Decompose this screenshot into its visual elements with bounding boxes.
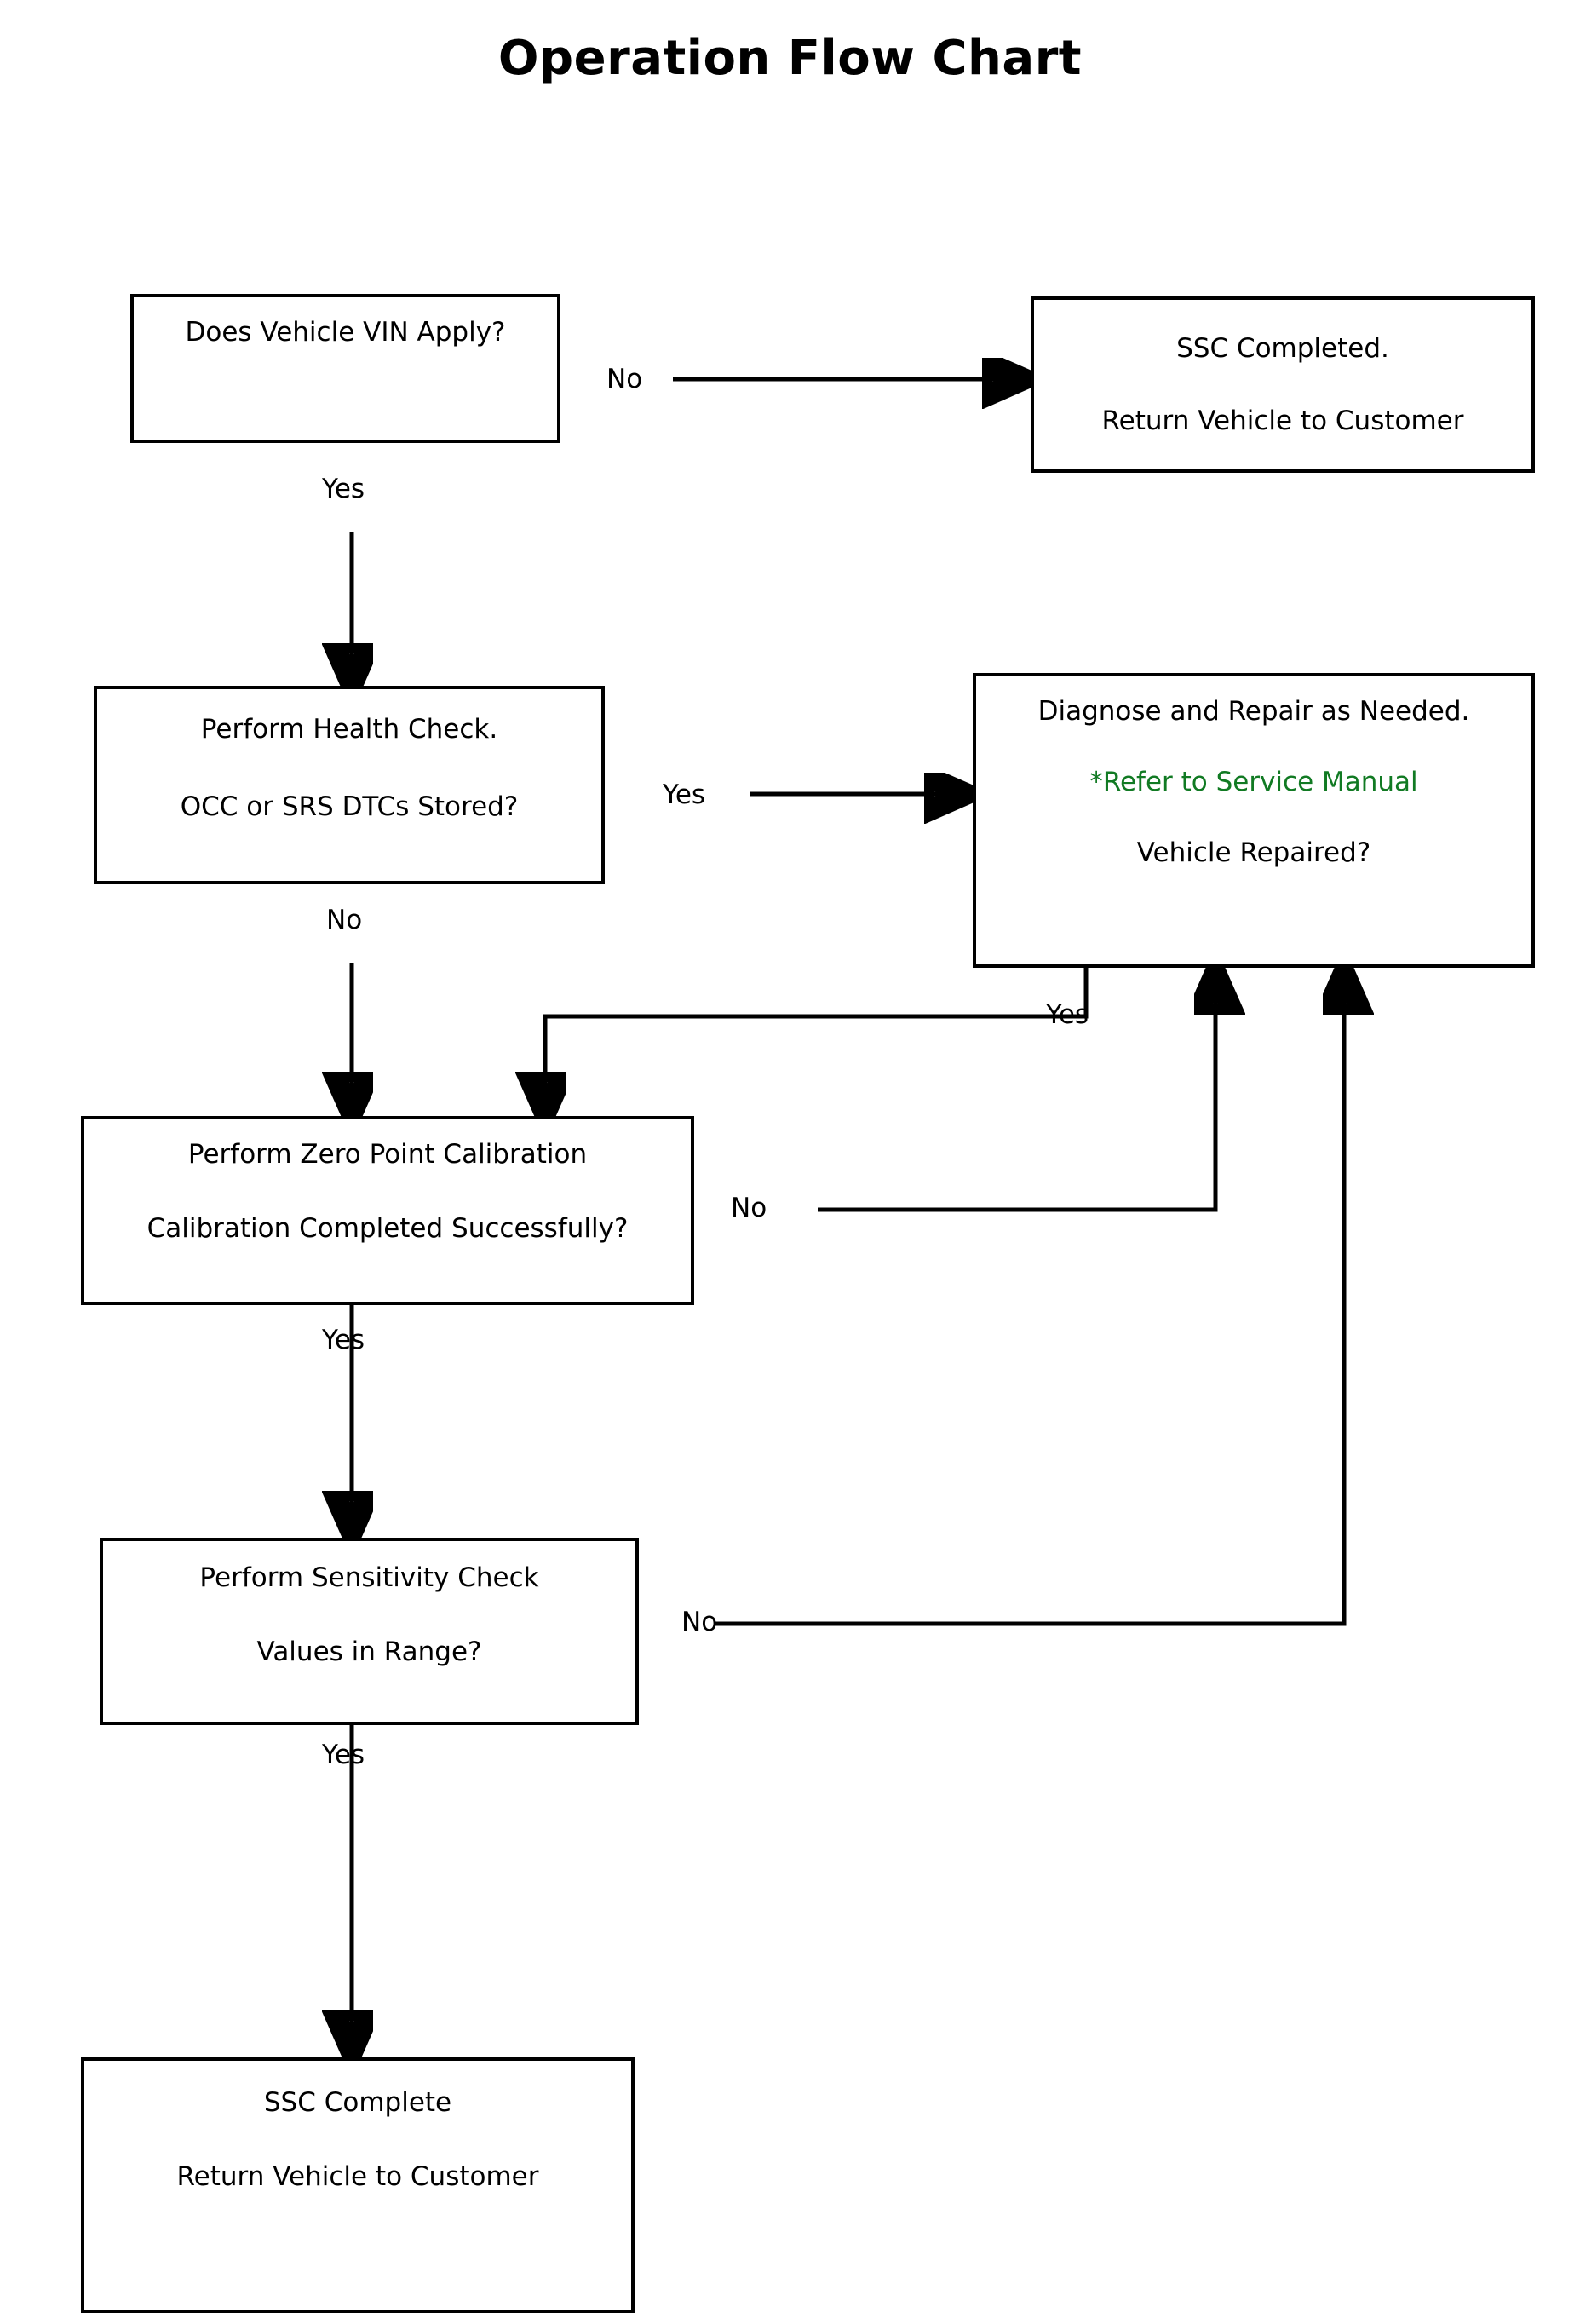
node-zero-point-calibration[interactable]: Perform Zero Point Calibration Calibrati… <box>81 1116 694 1305</box>
node-ssc-completed-line-2: Return Vehicle to Customer <box>1101 405 1464 436</box>
node-health-check[interactable]: Perform Health Check. OCC or SRS DTCs St… <box>94 686 605 884</box>
node-health-check-line-1: Perform Health Check. <box>200 714 498 745</box>
edge-sensitivity-no <box>714 976 1344 1626</box>
node-ssc-complete-line-2: Return Vehicle to Customer <box>176 2160 539 2192</box>
node-zero-point-calibration-line-1: Perform Zero Point Calibration <box>187 1139 588 1170</box>
edge-label-health-no: No <box>326 905 363 935</box>
edge-label-sensitivity-yes: Yes <box>322 1740 365 1770</box>
node-sensitivity-check[interactable]: Perform Sensitivity Check Values in Rang… <box>100 1538 639 1725</box>
edge-label-vin-no: No <box>606 364 643 394</box>
node-diagnose-repair-line-3: Vehicle Repaired? <box>1136 837 1371 868</box>
node-sensitivity-check-line-1: Perform Sensitivity Check <box>199 1562 539 1593</box>
node-zero-point-calibration-line-2: Calibration Completed Successfully? <box>147 1212 629 1244</box>
edge-label-health-yes: Yes <box>663 779 706 810</box>
node-health-check-line-2: OCC or SRS DTCs Stored? <box>180 791 519 822</box>
edge-diagnose-yes <box>545 968 1089 1110</box>
edge-label-diagnose-yes: Yes <box>1046 999 1089 1030</box>
node-diagnose-repair[interactable]: Diagnose and Repair as Needed. *Refer to… <box>973 673 1535 968</box>
edge-label-calibration-no: No <box>731 1193 767 1223</box>
node-diagnose-repair-service-manual-note: *Refer to Service Manual <box>1089 766 1418 797</box>
edge-label-vin-yes: Yes <box>322 474 365 504</box>
node-vin-apply-line-1: Does Vehicle VIN Apply? <box>185 317 506 348</box>
node-ssc-complete-line-1: SSC Complete <box>263 2087 452 2118</box>
node-ssc-completed[interactable]: SSC Completed. Return Vehicle to Custome… <box>1031 296 1535 473</box>
edge-calibration-no <box>818 976 1215 1212</box>
node-ssc-completed-line-1: SSC Completed. <box>1176 332 1389 364</box>
node-diagnose-repair-line-1: Diagnose and Repair as Needed. <box>1037 696 1470 727</box>
node-ssc-complete[interactable]: SSC Complete Return Vehicle to Customer <box>81 2057 635 2313</box>
node-sensitivity-check-line-2: Values in Range? <box>256 1636 482 1667</box>
edge-label-sensitivity-no: No <box>681 1607 718 1637</box>
page-title: Operation Flow Chart <box>497 31 1083 86</box>
node-vin-apply[interactable]: Does Vehicle VIN Apply? <box>130 294 560 443</box>
edge-label-calibration-yes: Yes <box>322 1325 365 1355</box>
